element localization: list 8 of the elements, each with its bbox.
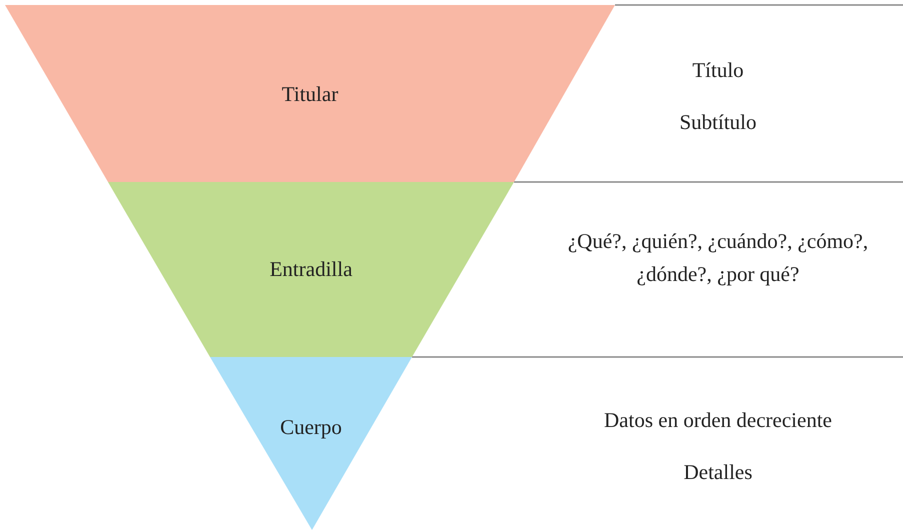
description-text: Título (692, 57, 744, 84)
description-text: Datos en orden decreciente (604, 407, 832, 434)
description-text: ¿Qué?, ¿quién?, ¿cuándo?, ¿cómo?, ¿dónde?, ¿por qué? (566, 228, 870, 288)
band-label: Titular (280, 81, 340, 108)
band-label: Entradilla (268, 256, 354, 283)
description-text: Subtítulo (679, 109, 757, 136)
description-text: Detalles (684, 459, 752, 486)
band-label: Cuerpo (279, 414, 343, 441)
